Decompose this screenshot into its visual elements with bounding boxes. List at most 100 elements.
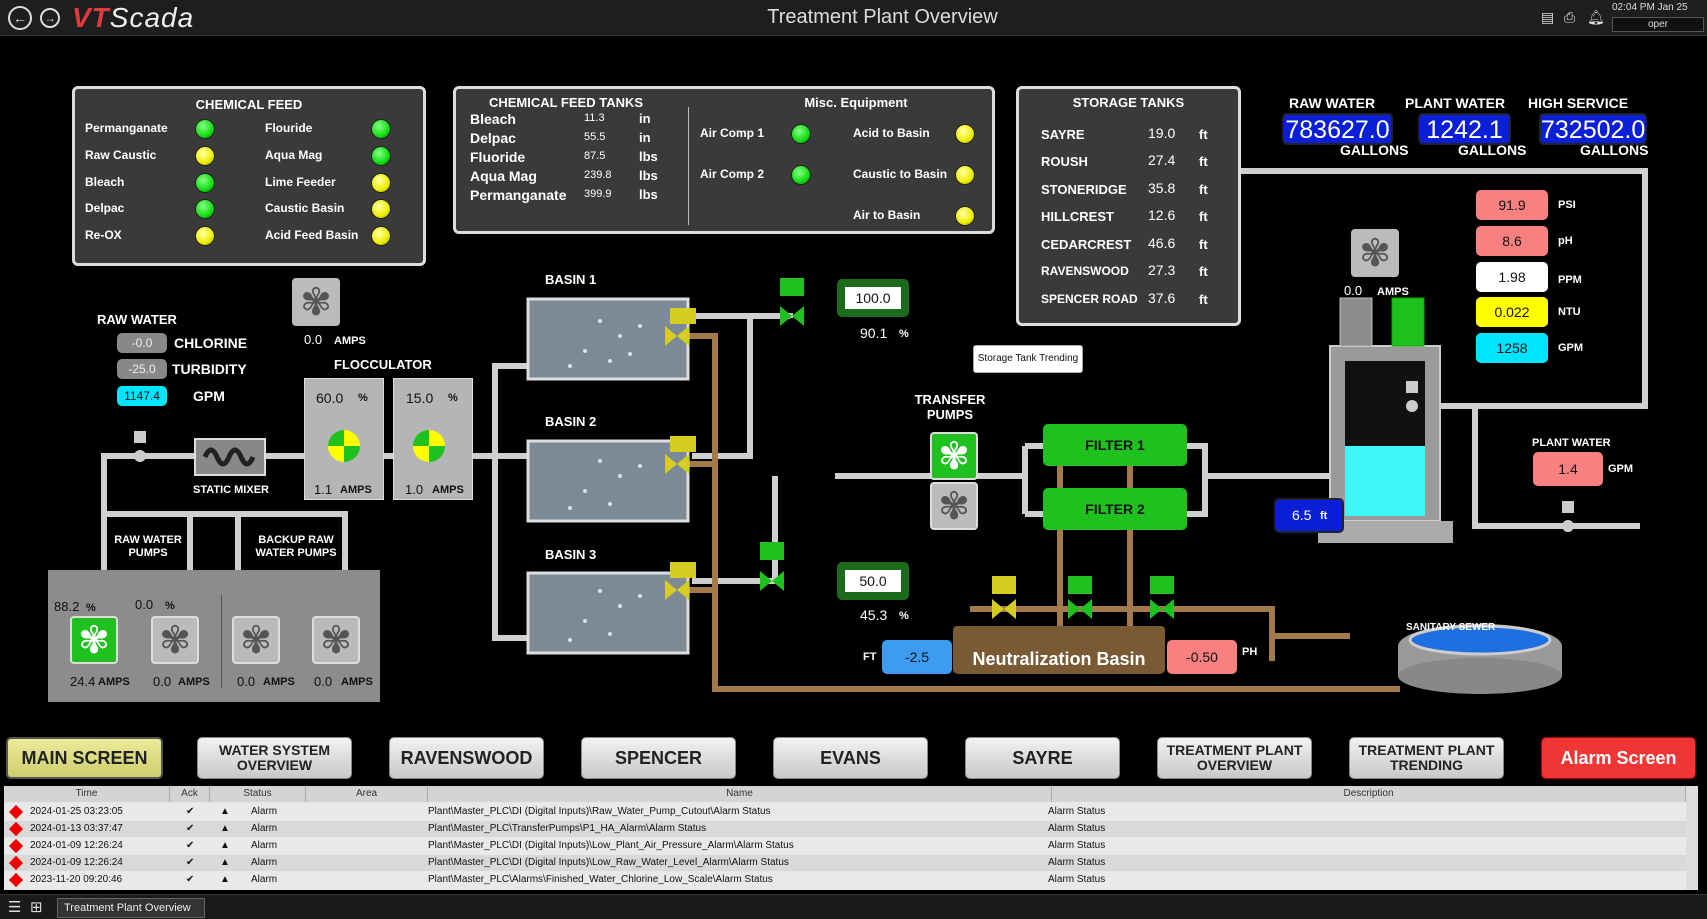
floc1-pct: 60.0: [316, 390, 344, 406]
valve1-setpoint[interactable]: 100.0: [845, 287, 901, 309]
chem-tanks-title: CHEMICAL FEED TANKS: [488, 95, 644, 110]
status-lamp: [195, 199, 215, 219]
storage-label: CEDARCREST: [1041, 237, 1132, 252]
tab-treatment-plant-overview[interactable]: Treatment Plant Overview: [57, 898, 205, 918]
raw-water-total: 783627.0: [1282, 113, 1393, 145]
valve2-setpoint[interactable]: 50.0: [845, 570, 901, 592]
floc-fan-icon[interactable]: ✾: [292, 278, 340, 326]
ft-label: FT: [863, 651, 877, 663]
storage-value: 27.3: [1148, 262, 1176, 278]
misc-label: Air Comp 1: [700, 126, 765, 140]
chem-feed-label: Acid Feed Basin: [265, 228, 359, 242]
col-area[interactable]: Area: [306, 786, 428, 802]
col-time[interactable]: Time: [4, 786, 170, 802]
sayre-button[interactable]: SAYRE: [965, 737, 1120, 779]
sanitary-sewer-label: SANITARY SEWER: [1406, 622, 1496, 633]
col-status[interactable]: Status: [210, 786, 306, 802]
forward-icon[interactable]: →: [40, 8, 60, 28]
pump2-icon[interactable]: ✾: [151, 616, 199, 664]
tank-value: 399.9: [584, 188, 612, 200]
pct-unit: %: [899, 610, 909, 622]
clearwell-fan-icon[interactable]: ✾: [1351, 229, 1399, 277]
table-row[interactable]: 2023-11-20 09:20:46 ✔ ▲ Alarm Plant\Mast…: [4, 872, 1686, 888]
bell-icon: ▲: [220, 806, 230, 817]
tank-value: 239.8: [584, 169, 612, 181]
alarm-screen-button[interactable]: Alarm Screen: [1541, 737, 1696, 779]
bell-icon[interactable]: 🔔︎: [1587, 9, 1605, 25]
table-row[interactable]: 2024-01-13 03:37:47 ✔ ▲ Alarm Plant\Mast…: [4, 821, 1686, 837]
pump1-icon[interactable]: ✾: [70, 616, 118, 664]
valve2-position: 45.3: [860, 607, 888, 623]
tank-label: Permanganate: [470, 187, 567, 203]
tank-unit: in: [639, 111, 651, 126]
status-lamp: [955, 206, 975, 226]
neutralization-basin[interactable]: Neutralization Basin: [953, 626, 1165, 674]
amps-unit: AMPS: [1377, 286, 1409, 298]
ravenswood-button[interactable]: RAVENSWOOD: [389, 737, 544, 779]
amps-unit: AMPS: [340, 484, 372, 496]
back-icon[interactable]: ←: [8, 6, 32, 30]
transfer-pump2-icon[interactable]: ✾: [930, 482, 978, 530]
storage-value: 12.6: [1148, 207, 1176, 223]
status-lamp: [371, 119, 391, 139]
water-system-overview-button[interactable]: WATER SYSTEM OVERVIEW: [197, 737, 352, 779]
filter2-button[interactable]: FILTER 2: [1043, 488, 1187, 530]
amps-unit: AMPS: [98, 676, 130, 688]
storage-label: STONERIDGE: [1041, 182, 1127, 197]
tank-label: Delpac: [470, 130, 516, 146]
table-row[interactable]: 2024-01-09 12:26:24 ✔ ▲ Alarm Plant\Mast…: [4, 855, 1686, 871]
transfer-pump1-icon[interactable]: ✾: [930, 432, 978, 480]
gallons-unit: GALLONS: [1340, 142, 1409, 158]
floc-fan-amps: 0.0: [304, 332, 323, 347]
table-row[interactable]: 2024-01-25 03:23:05 ✔ ▲ Alarm Plant\Mast…: [4, 804, 1686, 820]
status-lamp: [195, 173, 215, 193]
treatment-plant-overview-button[interactable]: TREATMENT PLANT OVERVIEW: [1157, 737, 1312, 779]
menu-icon[interactable]: ☰: [8, 899, 22, 916]
tank-unit: in: [639, 130, 651, 145]
page-title: Treatment Plant Overview: [767, 6, 998, 28]
pump4-icon[interactable]: ✾: [312, 616, 360, 664]
storage-tanks-panel: STORAGE TANKS SAYRE ROUSH STONERIDGE HIL…: [1016, 86, 1241, 326]
user-field[interactable]: oper: [1612, 17, 1704, 32]
storage-title: STORAGE TANKS: [1072, 95, 1185, 110]
document-icon[interactable]: ▤: [1541, 9, 1555, 25]
storage-trending-button[interactable]: Storage Tank Trending: [973, 345, 1083, 373]
gpm-unit: GPM: [1558, 342, 1584, 354]
pump2-amps: 0.0: [153, 674, 172, 689]
ft-value: -2.5: [882, 640, 952, 674]
evans-button[interactable]: EVANS: [773, 737, 928, 779]
col-ack[interactable]: Ack: [170, 786, 210, 802]
main-screen-button[interactable]: MAIN SCREEN: [6, 737, 163, 779]
status-lamp: [195, 146, 215, 166]
table-row[interactable]: 2024-01-09 12:26:24 ✔ ▲ Alarm Plant\Mast…: [4, 838, 1686, 854]
tank-label: Aqua Mag: [470, 168, 537, 184]
alarm-scrollbar[interactable]: [1686, 786, 1698, 890]
storage-unit: ft: [1199, 292, 1208, 307]
spencer-button[interactable]: SPENCER: [581, 737, 736, 779]
status-lamp: [195, 226, 215, 246]
misc-label: Acid to Basin: [853, 126, 930, 140]
clock: 02:04 PM Jan 25: [1612, 2, 1688, 13]
pct-unit: %: [86, 602, 96, 614]
printer-icon[interactable]: ⎙: [1564, 9, 1576, 25]
pump3-amps: 0.0: [237, 674, 256, 689]
clearwell-level: 6.5: [1292, 507, 1312, 523]
storage-label: RAVENSWOOD: [1041, 264, 1129, 278]
transfer-pumps-title: TRANSFER PUMPS: [914, 392, 986, 422]
clearwell-level-box: [1274, 498, 1344, 533]
treatment-plant-trending-button[interactable]: TREATMENT PLANT TRENDING: [1349, 737, 1504, 779]
gpm-value: 1258: [1476, 333, 1548, 363]
alarm-diamond-icon: [8, 838, 24, 854]
pct-unit: %: [165, 600, 175, 612]
basin3-label: BASIN 3: [545, 547, 597, 562]
filter1-button[interactable]: FILTER 1: [1043, 424, 1187, 466]
grid-icon[interactable]: ⊞: [30, 899, 43, 916]
col-description[interactable]: Description: [1052, 786, 1686, 802]
pump3-icon[interactable]: ✾: [232, 616, 280, 664]
col-name[interactable]: Name: [428, 786, 1052, 802]
plant-water-gpm: 1.4: [1533, 452, 1603, 486]
misc-label: Air to Basin: [853, 208, 921, 222]
chem-feed-label: Re-OX: [85, 228, 122, 242]
process-schematic: [101, 168, 1648, 694]
tank-unit: lbs: [639, 187, 658, 202]
